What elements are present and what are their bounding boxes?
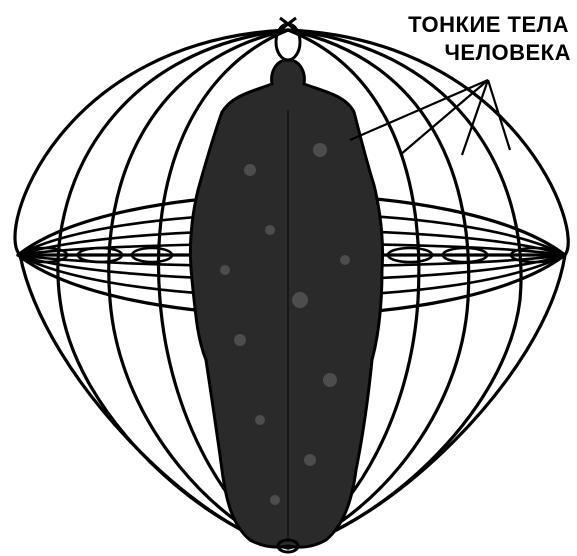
pointer-line	[488, 80, 510, 150]
caption-line-2: ЧЕЛОВЕКА	[444, 42, 571, 64]
human-body-silhouette	[190, 60, 382, 547]
top-pole-mark	[280, 18, 296, 30]
pointer-line	[350, 80, 488, 140]
caption-line-1: ТОНКИЕ ТЕЛА	[408, 14, 569, 36]
body-shape	[190, 60, 382, 547]
